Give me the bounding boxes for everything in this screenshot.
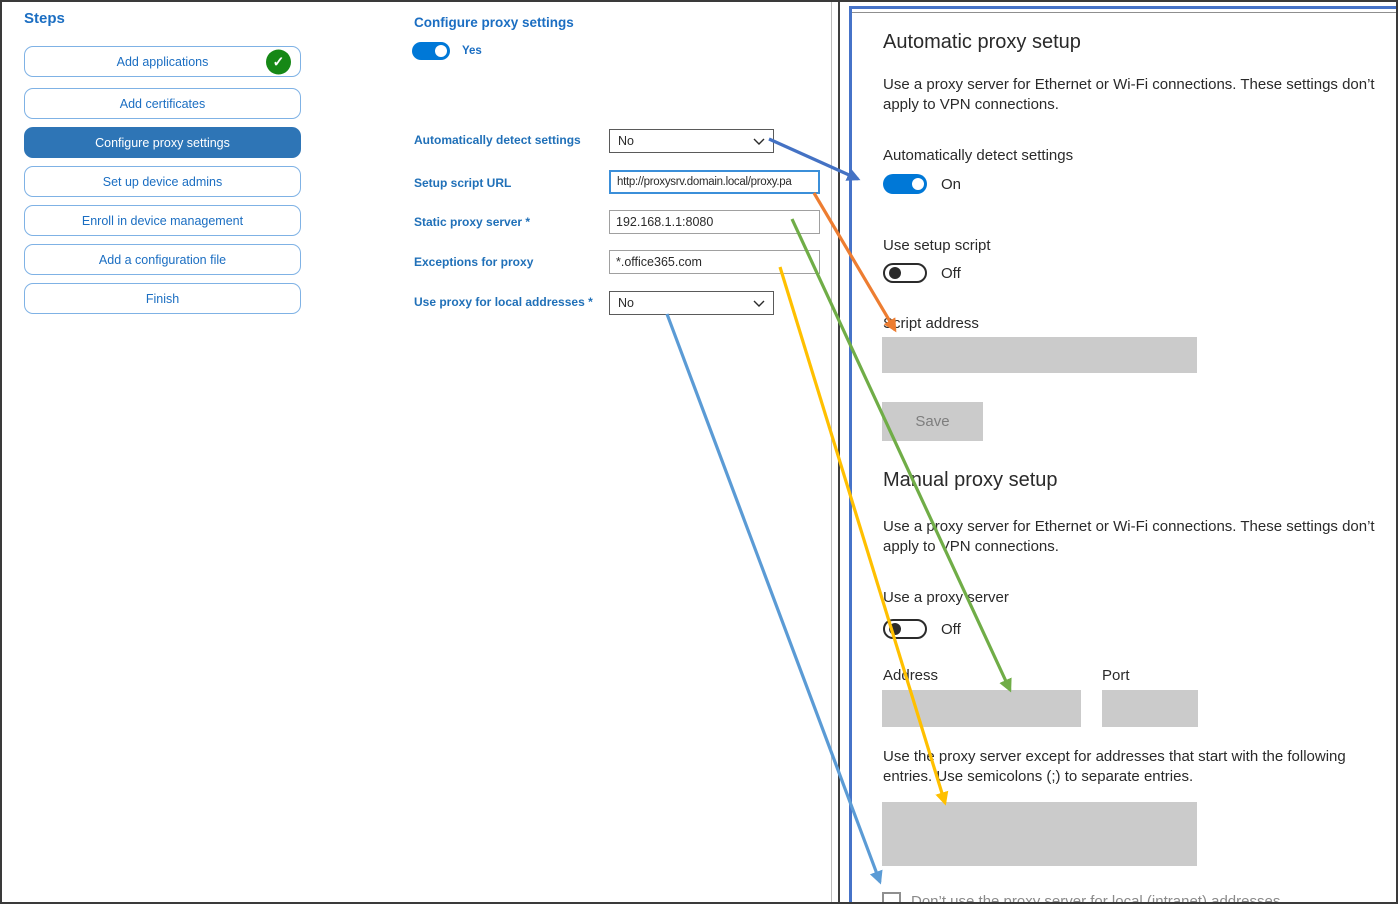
select-value: No bbox=[618, 134, 634, 148]
detect-settings-label: Automatically detect settings bbox=[883, 147, 1074, 164]
automatic-proxy-description: Use a proxy server for Ethernet or Wi-Fi… bbox=[883, 76, 1375, 113]
toggle-state-label: Yes bbox=[462, 45, 482, 57]
address-input[interactable] bbox=[882, 690, 1081, 727]
local-addresses-select[interactable]: No bbox=[609, 291, 774, 315]
toggle-knob bbox=[435, 45, 447, 57]
toggle-state-label: Off bbox=[941, 264, 961, 282]
chevron-down-icon bbox=[753, 300, 765, 307]
window-frame-line bbox=[852, 12, 1396, 13]
script-address-input[interactable] bbox=[882, 337, 1197, 373]
toggle-knob bbox=[912, 178, 924, 190]
column-divider-light bbox=[831, 2, 832, 902]
steps-title: Steps bbox=[24, 10, 65, 27]
address-label: Address bbox=[883, 667, 939, 684]
step-add-applications[interactable]: Add applications ✓ bbox=[24, 46, 301, 77]
proxy-exceptions-textarea[interactable] bbox=[882, 802, 1197, 866]
detect-settings-toggle[interactable] bbox=[883, 174, 927, 194]
chevron-down-icon bbox=[753, 138, 765, 145]
step-label: Add certificates bbox=[119, 96, 206, 111]
port-input[interactable] bbox=[1102, 690, 1198, 727]
exceptions-for-proxy-input[interactable]: *.office365.com bbox=[609, 250, 820, 274]
step-enroll-in-device-management[interactable]: Enroll in device management bbox=[24, 205, 301, 236]
input-value: 192.168.1.1:8080 bbox=[616, 215, 714, 229]
step-add-a-configuration-file[interactable]: Add a configuration file bbox=[24, 244, 301, 275]
toggle-state-label: Off bbox=[941, 620, 961, 638]
save-button[interactable]: Save bbox=[882, 402, 983, 441]
step-label: Add applications bbox=[116, 54, 209, 69]
manual-proxy-description: Use a proxy server for Ethernet or Wi-Fi… bbox=[883, 518, 1375, 555]
field-label-script-url: Setup script URL bbox=[414, 176, 512, 190]
step-label: Finish bbox=[145, 291, 180, 306]
static-proxy-server-input[interactable]: 192.168.1.1:8080 bbox=[609, 210, 820, 234]
step-add-certificates[interactable]: Add certificates bbox=[24, 88, 301, 119]
completed-check-icon: ✓ bbox=[266, 49, 291, 74]
step-set-up-device-admins[interactable]: Set up device admins bbox=[24, 166, 301, 197]
local-intranet-checkbox-label: Don’t use the proxy server for local (in… bbox=[911, 893, 1281, 904]
step-finish[interactable]: Finish bbox=[24, 283, 301, 314]
field-label-static-proxy: Static proxy server * bbox=[414, 215, 531, 229]
column-divider-dark bbox=[838, 2, 840, 902]
toggle-knob bbox=[889, 267, 901, 279]
use-setup-script-toggle[interactable] bbox=[883, 263, 927, 283]
automatic-proxy-heading: Automatic proxy setup bbox=[883, 31, 1081, 53]
field-label-local-addresses: Use proxy for local addresses * bbox=[414, 295, 593, 309]
detect-settings-select[interactable]: No bbox=[609, 129, 774, 153]
windows-proxy-settings-panel: Automatic proxy setup Use a proxy server… bbox=[849, 6, 1396, 904]
step-label: Enroll in device management bbox=[81, 213, 244, 228]
proxy-exceptions-text: Use the proxy server except for addresse… bbox=[883, 748, 1346, 785]
configure-proxy-toggle[interactable] bbox=[412, 42, 450, 60]
local-intranet-checkbox[interactable] bbox=[882, 892, 901, 902]
step-configure-proxy-settings[interactable]: Configure proxy settings bbox=[24, 127, 301, 158]
toggle-knob bbox=[889, 623, 901, 635]
step-label: Add a configuration file bbox=[98, 252, 227, 267]
port-label: Port bbox=[1102, 667, 1130, 684]
setup-script-url-input[interactable]: http://proxysrv.domain.local/proxy.pa bbox=[609, 170, 820, 194]
field-label-exceptions: Exceptions for proxy bbox=[414, 255, 534, 269]
script-address-label: Script address bbox=[883, 315, 979, 332]
input-value: *.office365.com bbox=[616, 255, 702, 269]
manual-proxy-heading: Manual proxy setup bbox=[883, 469, 1058, 491]
use-proxy-server-toggle[interactable] bbox=[883, 619, 927, 639]
step-label: Set up device admins bbox=[102, 174, 223, 189]
step-label: Configure proxy settings bbox=[95, 135, 230, 150]
form-title: Configure proxy settings bbox=[414, 15, 574, 30]
select-value: No bbox=[618, 296, 634, 310]
toggle-state-label: On bbox=[941, 175, 962, 193]
input-value: http://proxysrv.domain.local/proxy.pa bbox=[617, 176, 792, 188]
use-proxy-server-label: Use a proxy server bbox=[883, 589, 1009, 606]
field-label-detect: Automatically detect settings bbox=[414, 133, 581, 147]
use-setup-script-label: Use setup script bbox=[883, 237, 991, 254]
